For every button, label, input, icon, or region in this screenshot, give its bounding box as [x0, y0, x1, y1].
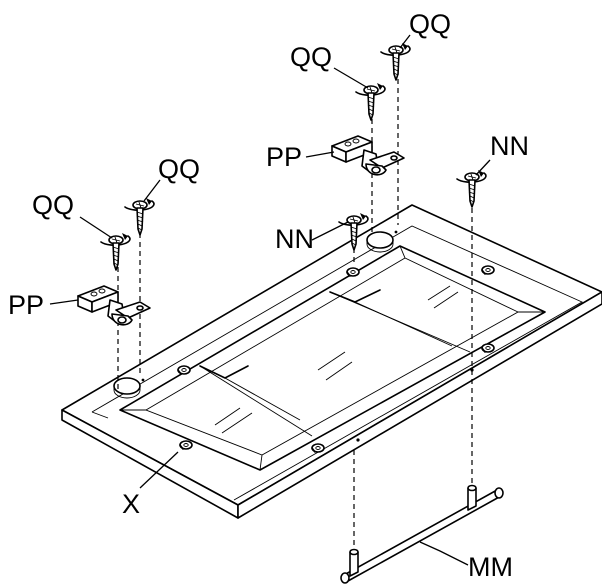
label-pp-left: PP: [8, 290, 44, 320]
hinge-pp-right: [331, 135, 405, 176]
screw-qq-left-upper: [124, 197, 155, 236]
label-pp-right: PP: [266, 142, 302, 172]
screw-qq-left-lower: [100, 232, 131, 271]
hinge-pp-left: [77, 285, 151, 326]
label-x-door: X: [122, 489, 140, 519]
label-qq-left-upper: QQ: [158, 154, 200, 184]
screw-qq-right-lower: [355, 82, 386, 121]
label-qq-right-upper: QQ: [409, 9, 451, 39]
label-qq-left-lower: QQ: [32, 190, 74, 220]
door-panel: [61, 204, 602, 519]
screw-qq-right-upper: [380, 42, 411, 81]
label-qq-right-lower: QQ: [290, 42, 332, 72]
label-mm-handle: MM: [468, 552, 513, 582]
label-nn-center: NN: [275, 224, 314, 254]
handle-bar: [340, 484, 504, 584]
label-nn-right: NN: [490, 131, 529, 161]
leader-lines: [49, 34, 491, 566]
screw-nn-right: [456, 169, 487, 208]
